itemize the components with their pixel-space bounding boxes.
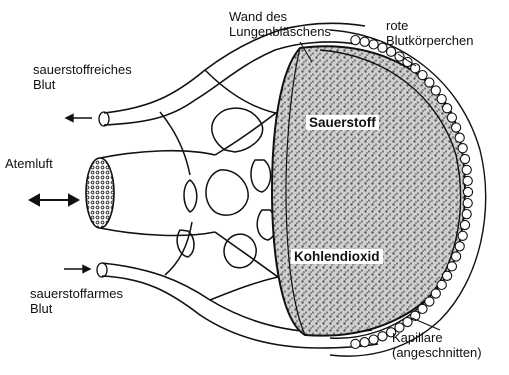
red-blood-cell bbox=[360, 37, 369, 46]
red-blood-cell bbox=[395, 52, 404, 61]
red-blood-cell bbox=[418, 71, 427, 80]
airway-opening bbox=[86, 158, 114, 228]
red-blood-cell bbox=[369, 40, 378, 49]
red-blood-cell bbox=[452, 123, 461, 132]
capillary-network bbox=[160, 70, 288, 300]
red-blood-cell bbox=[460, 220, 469, 229]
red-blood-cell bbox=[437, 95, 446, 104]
label-capillary-line1: Kapillare bbox=[392, 330, 482, 345]
red-blood-cell bbox=[455, 133, 464, 142]
label-oxygen-rich-blood: sauerstoffreiches Blut bbox=[33, 62, 132, 92]
red-blood-cell bbox=[443, 104, 452, 113]
arrow-right-icon bbox=[64, 266, 90, 273]
red-blood-cell bbox=[360, 338, 369, 347]
red-blood-cell bbox=[378, 332, 387, 341]
label-alveolus-wall-line2: Lungenbläschens bbox=[229, 24, 331, 39]
label-oxygen-rich-line2: Blut bbox=[33, 77, 132, 92]
label-carbon-dioxide: Kohlendioxid bbox=[291, 249, 383, 264]
red-blood-cell bbox=[458, 144, 467, 153]
red-blood-cell bbox=[463, 199, 472, 208]
red-blood-cell bbox=[458, 231, 467, 240]
label-oxygen-poor-blood: sauerstoffarmes Blut bbox=[30, 286, 123, 316]
red-blood-cell bbox=[463, 176, 472, 185]
label-capillary: Kapillare (angeschnitten) bbox=[392, 330, 482, 360]
label-capillary-line2: (angeschnitten) bbox=[392, 345, 482, 360]
red-blood-cell bbox=[425, 297, 434, 306]
red-blood-cell bbox=[369, 335, 378, 344]
red-blood-cell bbox=[418, 304, 427, 313]
red-blood-cell bbox=[462, 165, 471, 174]
red-blood-cell bbox=[425, 78, 434, 87]
label-breathing-air: Atemluft bbox=[5, 156, 53, 171]
red-blood-cell bbox=[351, 36, 360, 45]
red-blood-cell bbox=[447, 262, 456, 271]
label-alveolus-wall: Wand des Lungenbläschens bbox=[229, 9, 331, 39]
red-blood-cell bbox=[452, 252, 461, 261]
label-alveolus-wall-line1: Wand des bbox=[229, 9, 331, 24]
red-blood-cell bbox=[403, 317, 412, 326]
red-blood-cell bbox=[437, 280, 446, 289]
red-blood-cell bbox=[431, 86, 440, 95]
double-arrow-icon bbox=[30, 195, 78, 205]
label-oxygen-poor-line2: Blut bbox=[30, 301, 123, 316]
red-blood-cell bbox=[447, 113, 456, 122]
label-oxygen-rich-line1: sauerstoffreiches bbox=[33, 62, 132, 77]
label-oxygen-poor-line1: sauerstoffarmes bbox=[30, 286, 123, 301]
red-blood-cell bbox=[463, 187, 472, 196]
label-red-blood-cells-line1: rote bbox=[386, 18, 473, 33]
red-blood-cell bbox=[387, 47, 396, 56]
red-blood-cell bbox=[351, 339, 360, 348]
red-blood-cell bbox=[443, 271, 452, 280]
label-oxygen: Sauerstoff bbox=[306, 115, 379, 130]
red-blood-cell bbox=[455, 242, 464, 251]
red-blood-cell bbox=[460, 154, 469, 163]
label-red-blood-cells: rote Blutkörperchen bbox=[386, 18, 473, 48]
arrow-left-icon bbox=[66, 115, 92, 122]
red-blood-cell bbox=[431, 289, 440, 298]
red-blood-cell bbox=[462, 210, 471, 219]
label-red-blood-cells-line2: Blutkörperchen bbox=[386, 33, 473, 48]
